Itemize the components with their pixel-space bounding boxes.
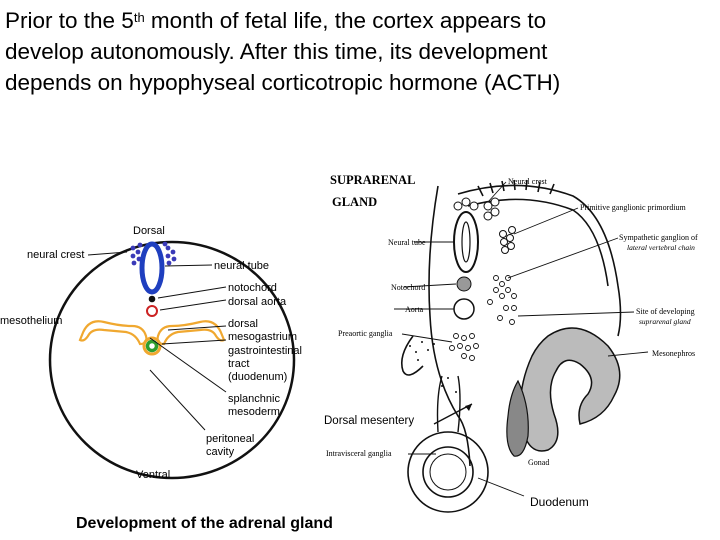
label-notochord: notochord [228, 282, 277, 294]
dorsal-mesentery-arrowhead [465, 404, 472, 411]
pointer-lines [87, 251, 227, 431]
sketch-label-sympathetic-2: lateral vertebral chain [627, 243, 695, 252]
sketch-label-intravisceral: Intravisceral ganglia [326, 449, 392, 458]
sketch-label-preaortic: Preaortic ganglia [338, 329, 393, 338]
sketch-notochord [456, 276, 472, 292]
sketch-neural-tube [453, 211, 479, 273]
sketch-preaortic-dots [449, 333, 479, 361]
label-mesothelium: mesothelium [0, 315, 62, 327]
neural-crest-cells-right [162, 241, 177, 266]
sketch-pointer-lines [394, 181, 649, 497]
label-neural-tube: neural tube [214, 260, 269, 272]
intro-line-3: depends on hypophyseal corticotropic hor… [5, 70, 561, 95]
neural-crest-cells-left [130, 242, 143, 266]
label-peritoneal-2: cavity [206, 446, 235, 458]
label-gi-tract-3: (duodenum) [228, 371, 287, 383]
sketch-label-gonad: Gonad [528, 458, 549, 467]
sketch-title-1: SUPRARENAL [330, 173, 415, 187]
sketch-label-aorta: Aorta [405, 305, 424, 314]
label-gi-tract-1: gastrointestinal [228, 345, 302, 357]
sketch-label-neural-crest: Neural crest [508, 177, 548, 186]
cross-section-diagram: Dorsal Ventral neural crest mesothelium … [0, 225, 302, 481]
embryo-outline [48, 240, 296, 480]
sketch-neural-canal [461, 221, 471, 263]
label-peritoneal-1: peritoneal [206, 433, 254, 445]
sketch-label-mesonephros: Mesonephros [652, 349, 695, 358]
label-ventral: Ventral [136, 469, 170, 481]
sketch-title-2: GLAND [332, 195, 377, 209]
gut-outer [142, 336, 162, 356]
sketch-duodenum-inner [422, 446, 474, 498]
sketch-label-neural-tube: Neural tube [388, 238, 426, 247]
sketch-label-site-1: Site of developing [636, 307, 695, 316]
figure-caption: Development of the adrenal gland [76, 515, 333, 532]
sketch-label-site-2: suprarenal gland [639, 317, 691, 326]
label-neural-crest: neural crest [27, 249, 84, 261]
intro-text: Prior to the 5th month of fetal life, th… [5, 5, 717, 98]
sketch-aorta [453, 298, 475, 320]
label-splanchnic-2: mesoderm [228, 406, 280, 418]
sketch-duodenum-lumen [429, 453, 467, 491]
sketch-gonad [506, 379, 529, 457]
suprarenal-gland-sketch: SUPRARENAL GLAND [324, 173, 698, 513]
intro-line-1: Prior to the 5th month of fetal life, th… [5, 8, 547, 33]
sketch-ganglionic-primordium [499, 226, 516, 254]
intro-line-2: develop autonomously. After this time, i… [5, 39, 548, 64]
sketch-label-sympathetic-1: Sympathetic ganglion of [619, 233, 698, 242]
sketch-neural-crest [453, 197, 500, 221]
sketch-label-dorsal-mesentery: Dorsal mesentery [324, 415, 414, 427]
label-gi-tract-2: tract [228, 358, 249, 370]
sketch-duodenum-outer [407, 431, 489, 513]
sketch-stipple [409, 341, 457, 393]
neural-tube-shape [139, 241, 165, 295]
splanchnic-mesoderm-left [78, 320, 148, 346]
sketch-label-notochord: Notochord [391, 283, 425, 292]
notochord-shape [148, 295, 156, 303]
label-splanchnic-1: splanchnic [228, 393, 280, 405]
dorsal-aorta-shape [146, 305, 158, 317]
sketch-sympathetic-dots [487, 275, 517, 325]
label-dorsal-aorta: dorsal aorta [228, 296, 287, 308]
dorsal-mesentery-arrow [433, 403, 473, 425]
label-dorsal-mesogastrium-1: dorsal [228, 318, 258, 330]
sketch-label-duodenum: Duodenum [530, 495, 589, 509]
label-dorsal-mesogastrium-2: mesogastrium [228, 331, 297, 343]
sketch-mesentery-stalk [436, 375, 461, 433]
sketch-mesonephros [519, 327, 621, 452]
gut-inner [145, 339, 159, 353]
label-dorsal: Dorsal [133, 225, 165, 237]
sketch-label-primitive-ganglionic: Primitive ganglionic primordium [580, 203, 687, 212]
